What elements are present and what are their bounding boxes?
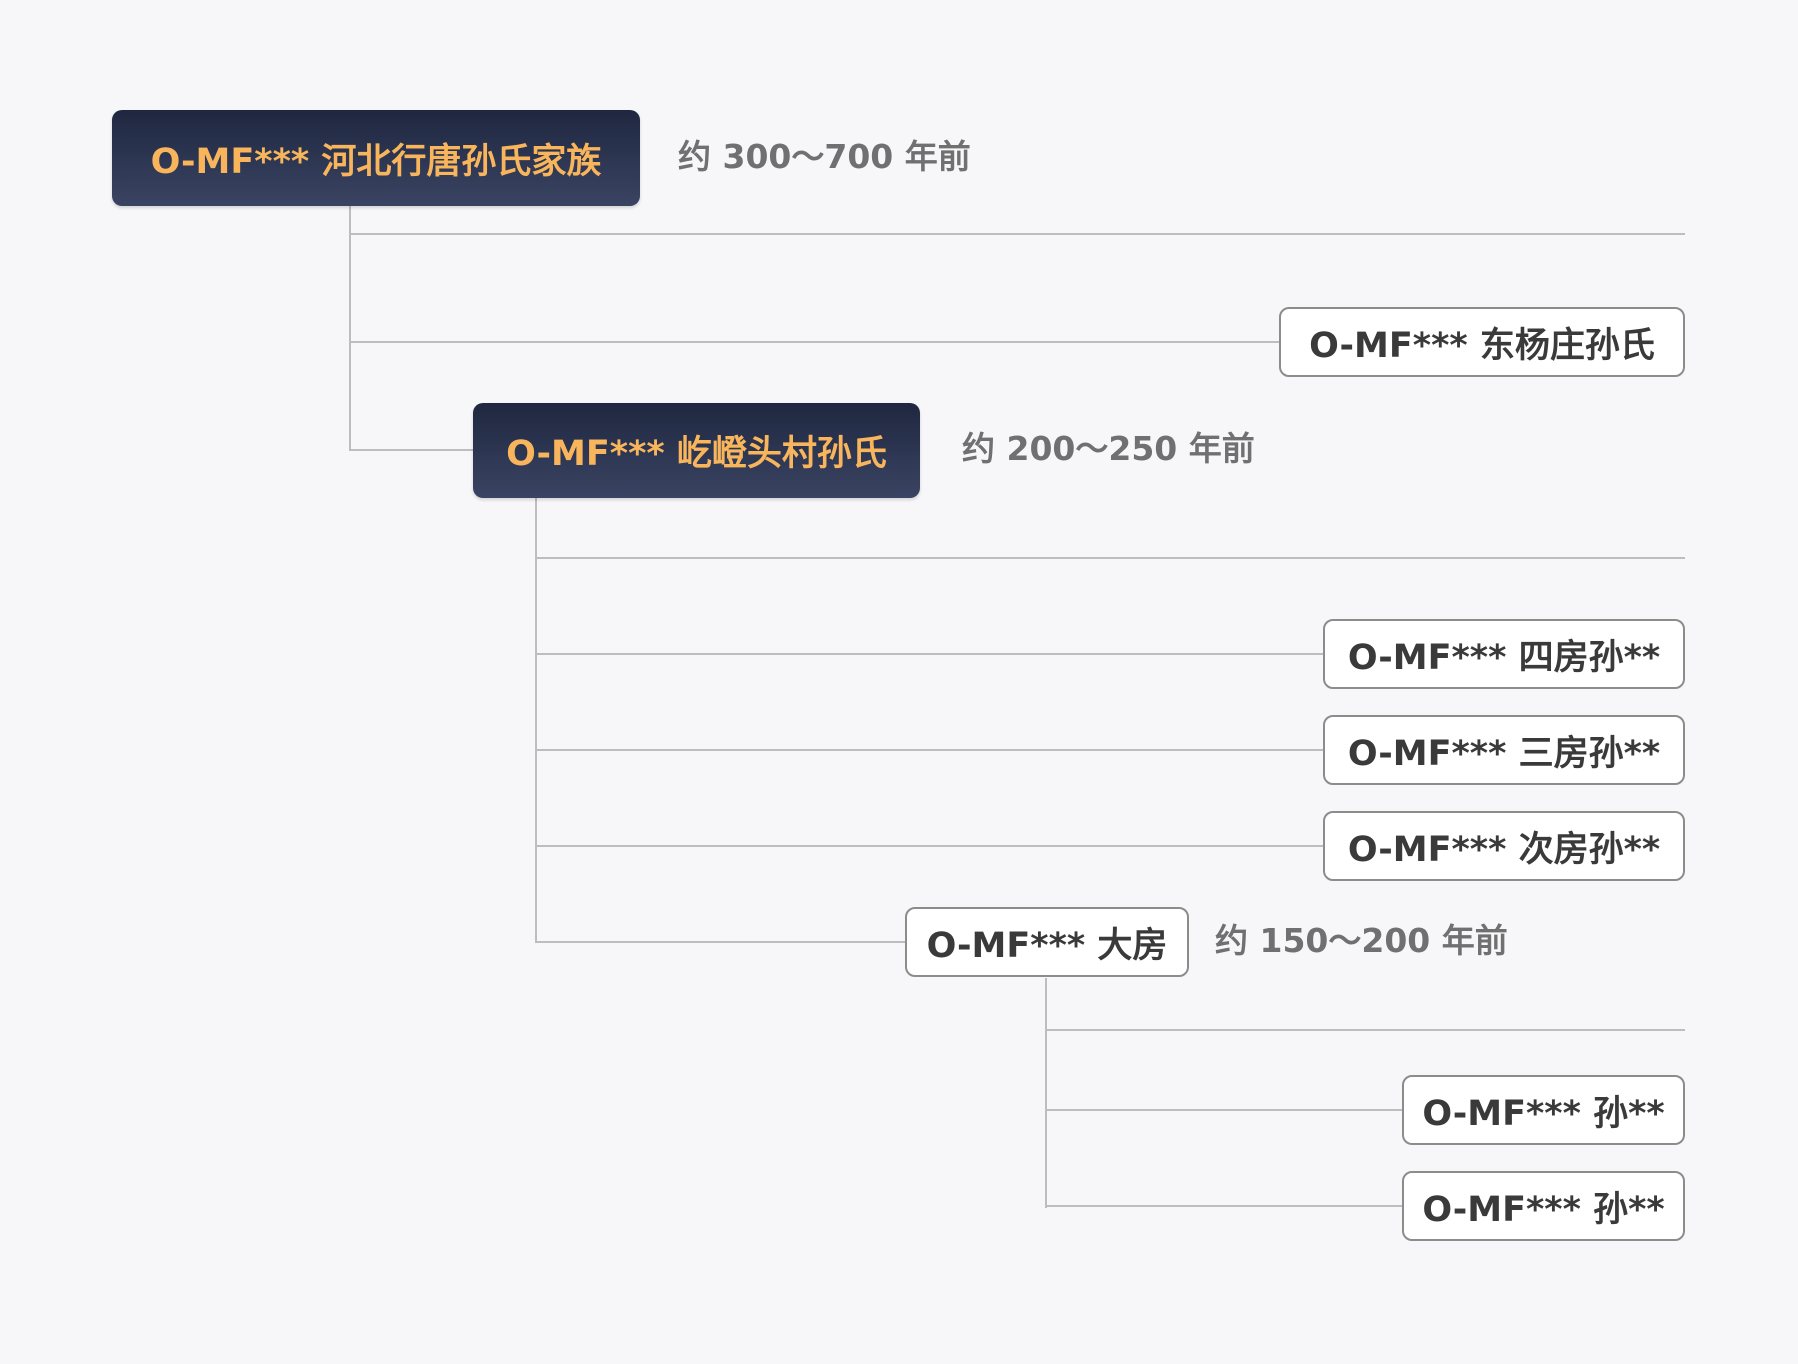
node-second-house-label: O-MF*** 次房孙** bbox=[1347, 829, 1661, 870]
node-third-house-label: O-MF*** 三房孙** bbox=[1347, 733, 1661, 774]
node-sun-b-label: O-MF*** 孙** bbox=[1422, 1189, 1665, 1230]
connector-village-to-fourth-house bbox=[535, 653, 1323, 655]
node-root-label: O-MF*** 河北行唐孙氏家族 bbox=[150, 141, 602, 182]
node-eldest-house-label: O-MF*** 大房 bbox=[926, 925, 1168, 966]
node-third-house[interactable]: O-MF*** 三房孙** bbox=[1323, 715, 1685, 785]
connector-village-top-branch bbox=[535, 557, 1685, 559]
node-dongyangzhuang[interactable]: O-MF*** 东杨庄孙氏 bbox=[1279, 307, 1685, 377]
node-sun-b[interactable]: O-MF*** 孙** bbox=[1402, 1171, 1685, 1241]
node-sun-a-label: O-MF*** 孙** bbox=[1422, 1093, 1665, 1134]
connector-eldest-to-sun-b bbox=[1045, 1205, 1402, 1207]
node-eldest-house-era: 约 150～200 年前 bbox=[1215, 921, 1508, 960]
node-eldest-house[interactable]: O-MF*** 大房 bbox=[905, 907, 1189, 977]
connector-village-to-third-house bbox=[535, 749, 1323, 751]
connector-village-to-eldest-house bbox=[535, 941, 905, 943]
connector-eldest-to-sun-a bbox=[1045, 1109, 1402, 1111]
node-root[interactable]: O-MF*** 河北行唐孙氏家族 bbox=[112, 110, 640, 206]
connector-village-to-second-house bbox=[535, 845, 1323, 847]
node-fourth-house[interactable]: O-MF*** 四房孙** bbox=[1323, 619, 1685, 689]
connector-eldest-trunk bbox=[1045, 978, 1047, 1208]
connector-root-top-branch bbox=[349, 233, 1685, 235]
node-village-label: O-MF*** 屹嶝头村孙氏 bbox=[506, 434, 887, 474]
node-dongyangzhuang-label: O-MF*** 东杨庄孙氏 bbox=[1309, 325, 1655, 366]
node-second-house[interactable]: O-MF*** 次房孙** bbox=[1323, 811, 1685, 881]
node-village[interactable]: O-MF*** 屹嶝头村孙氏 bbox=[473, 403, 920, 498]
connector-root-to-dongyangzhuang bbox=[349, 341, 1279, 343]
node-sun-a[interactable]: O-MF*** 孙** bbox=[1402, 1075, 1685, 1145]
node-root-era: 约 300～700 年前 bbox=[678, 137, 971, 176]
connector-village-trunk bbox=[535, 498, 537, 943]
node-fourth-house-label: O-MF*** 四房孙** bbox=[1347, 637, 1661, 678]
connector-eldest-top-branch bbox=[1045, 1029, 1685, 1031]
connector-root-to-village bbox=[349, 449, 473, 451]
connector-root-trunk bbox=[349, 206, 351, 451]
node-village-era: 约 200～250 年前 bbox=[962, 429, 1255, 468]
